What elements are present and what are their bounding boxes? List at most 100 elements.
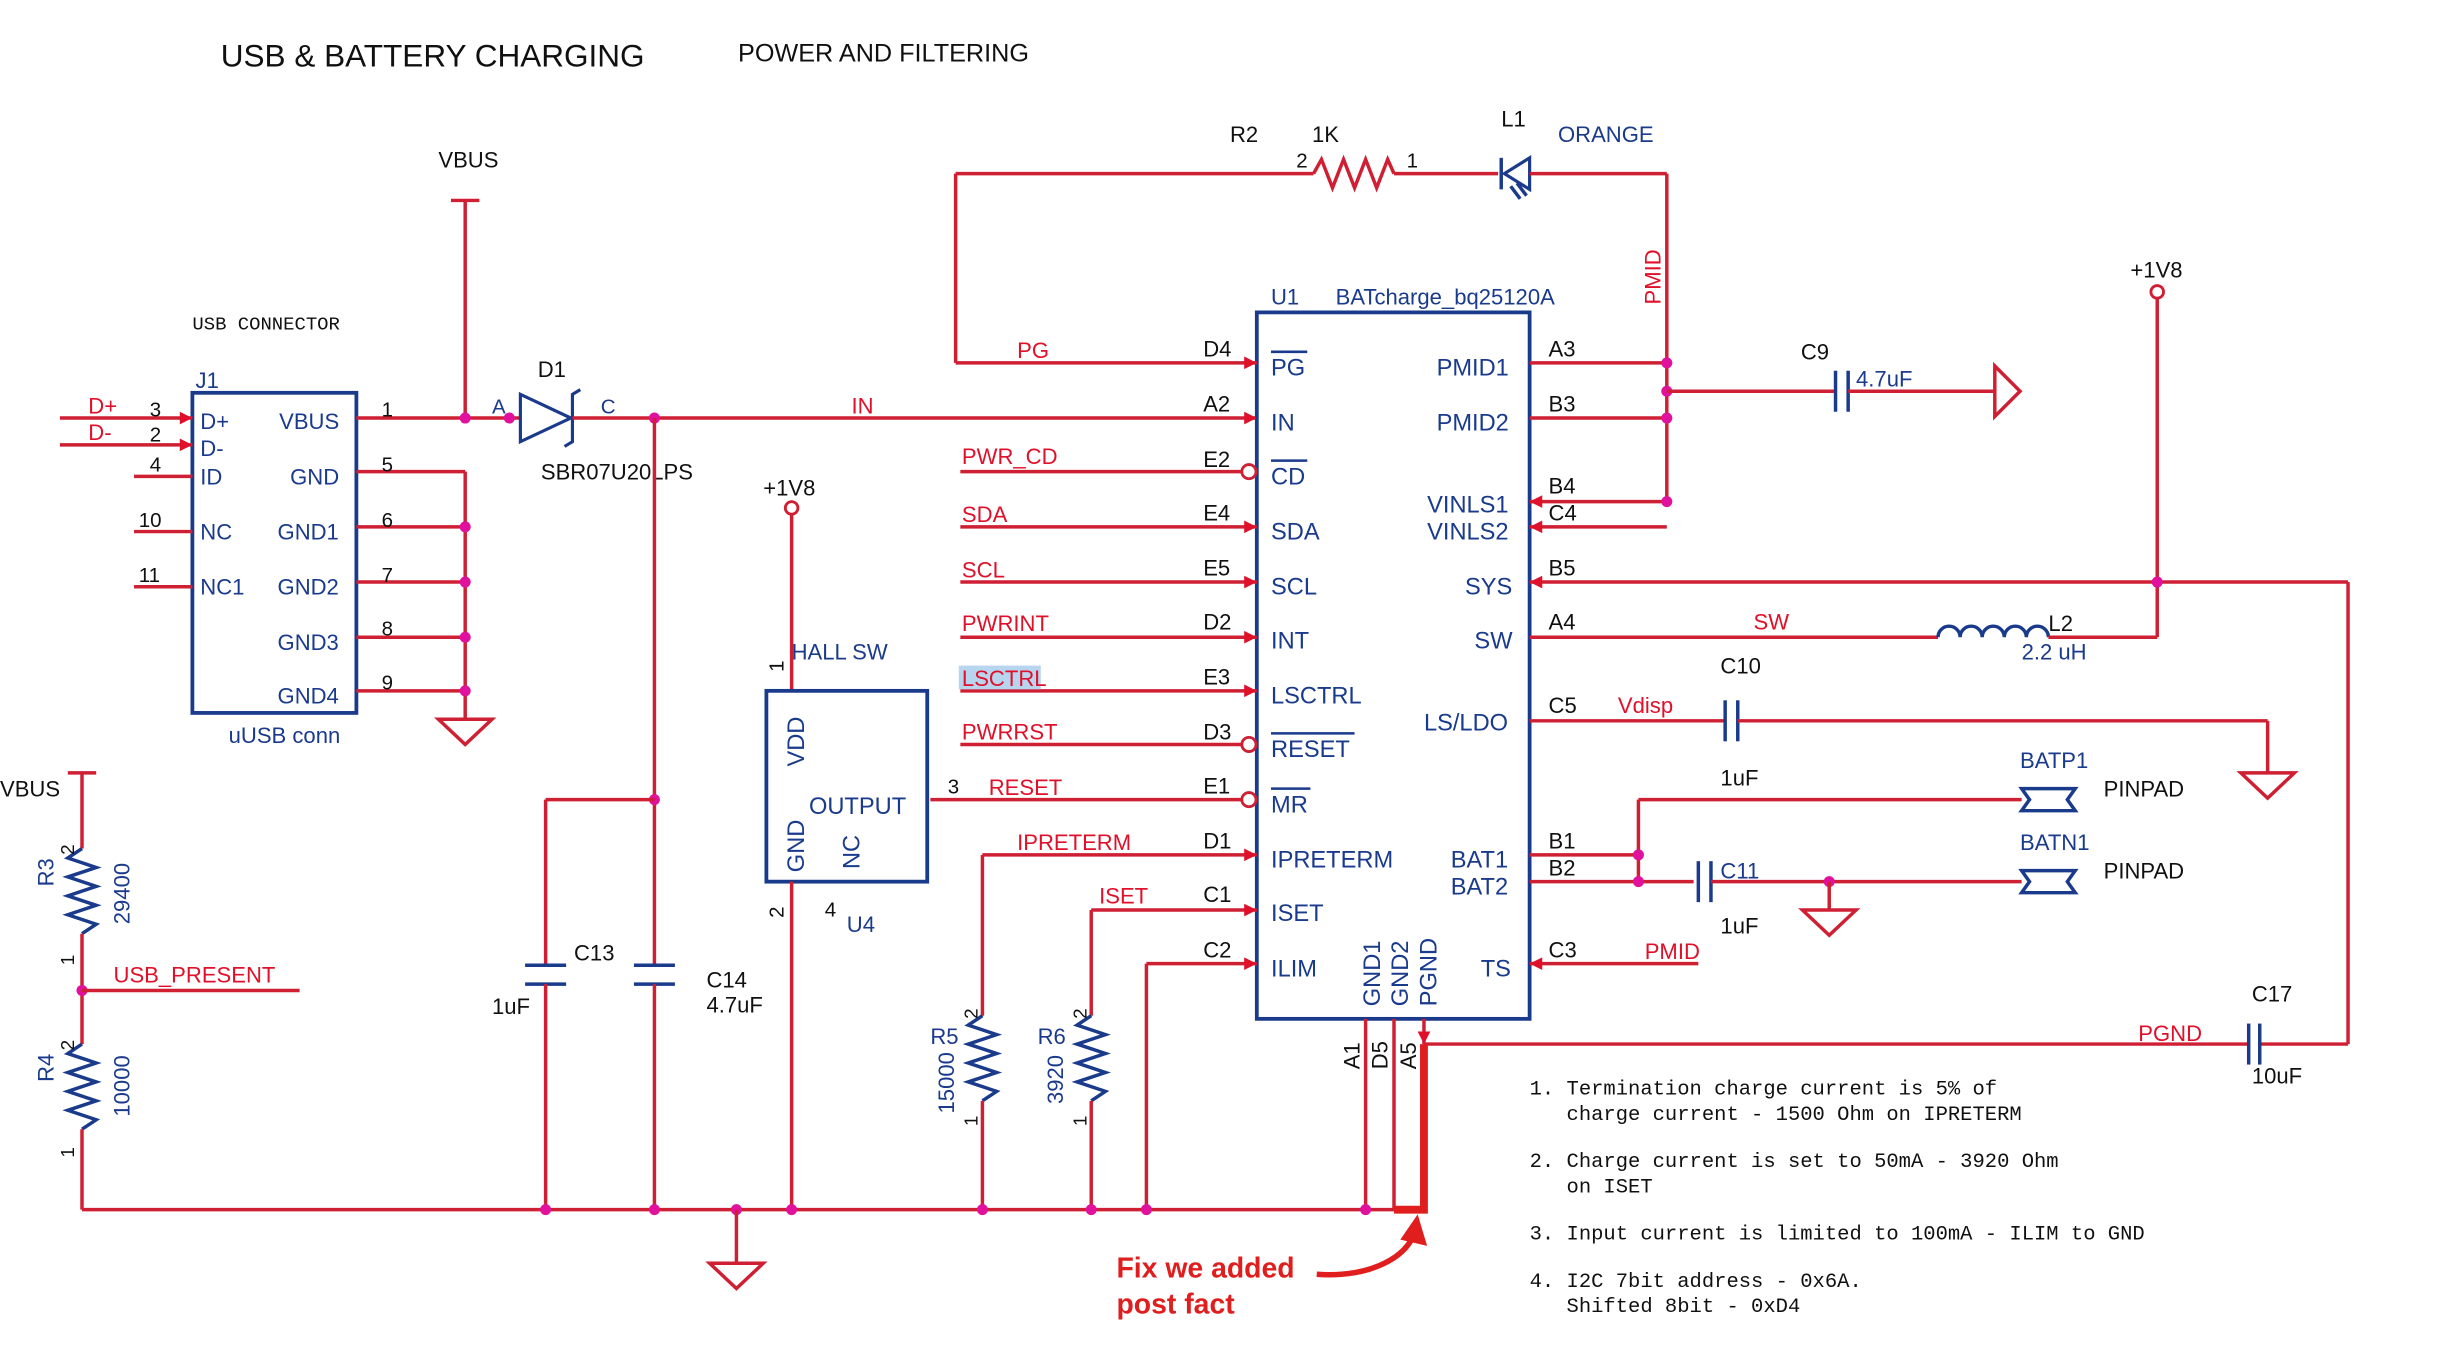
u1-pin-scl: SCL	[1271, 575, 1317, 601]
net-label-pmid-ts: PMID	[1645, 939, 1700, 964]
d1-pin-c: C	[601, 395, 616, 418]
u1-net-pwr-cd: PWR_CD	[962, 444, 1058, 469]
note-2-line1: 2. Charge current is set to 50mA - 3920 …	[1530, 1151, 2059, 1174]
pinpad-batp1[interactable]: BATP1 PINPAD	[2018, 748, 2185, 813]
usb-pin-name-vbus: VBUS	[279, 409, 339, 434]
u1-net-in: IN	[852, 393, 874, 418]
u1-net-ipreterm: IPRETERM	[1017, 830, 1131, 855]
u1-pin-bat2: BAT2	[1451, 874, 1508, 900]
u1-ball-c2: C2	[1203, 937, 1231, 962]
u1-pin-reset: RESET	[1271, 737, 1350, 763]
capacitor-c9: C9 4.7uF	[1666, 340, 1995, 412]
r3-pin2: 2	[58, 844, 79, 855]
usb-pin-num-8: 8	[382, 618, 393, 641]
r6-pin1: 1	[1071, 1116, 1092, 1127]
u4-pin2: 2	[766, 907, 789, 918]
u1-ball-b3: B3	[1549, 392, 1576, 417]
fix-note-line2: post fact	[1116, 1289, 1235, 1321]
usb-pin-name-dminus: D-	[200, 436, 223, 461]
capacitor-c10: C10 1uF	[1720, 654, 2268, 790]
net-label-vdisp: Vdisp	[1618, 693, 1673, 718]
u4-title: HALL SW	[792, 639, 888, 664]
u1-ball-a5: A5	[1396, 1042, 1421, 1069]
usb-pin-num-1: 1	[382, 398, 393, 421]
u1-ball-e1: E1	[1203, 773, 1230, 798]
u1-ball-d5: D5	[1368, 1041, 1393, 1069]
usb-pin-num-4: 4	[150, 454, 161, 477]
l1-color: ORANGE	[1558, 122, 1654, 147]
heading-power-filtering: POWER AND FILTERING	[738, 40, 1029, 68]
u1-ball-e4: E4	[1203, 501, 1230, 526]
u1-part: BATcharge_bq25120A	[1336, 285, 1555, 310]
j1-ref: J1	[196, 368, 219, 393]
r6-value: 3920	[1043, 1055, 1068, 1104]
diode-d1: D1 A C SBR07U20LPS	[492, 357, 1257, 485]
u1-pin-pmid2: PMID2	[1437, 411, 1509, 437]
u1-pin-gnd2: GND2	[1388, 941, 1414, 1007]
u1-ball-c5: C5	[1549, 693, 1577, 718]
c17-value: 10uF	[2252, 1064, 2302, 1089]
u4-vdd: VDD	[784, 717, 810, 767]
usb-pin-name-gnd2: GND2	[278, 575, 339, 600]
r2-value: 1K	[1312, 122, 1339, 147]
capacitor-c13: C13 1uF	[492, 941, 614, 1210]
resistor-r6: R6 3920 2 1	[1038, 1008, 1111, 1127]
ground-symbol-c11	[1798, 908, 1861, 938]
l2-ref: L2	[2048, 611, 2073, 636]
u1-ball-e3: E3	[1203, 665, 1230, 690]
usb-pin-num-9: 9	[382, 671, 393, 694]
rail-1v8-right: +1V8	[2130, 258, 2182, 283]
u1-ball-c4: C4	[1549, 501, 1577, 526]
usb-pin-num-6: 6	[382, 509, 393, 532]
u4-pin3: 3	[948, 775, 959, 798]
u1-ball-a4: A4	[1549, 609, 1576, 634]
usb-pin-num-5: 5	[382, 454, 393, 477]
r4-pin1: 1	[58, 1147, 79, 1158]
r4-pin2: 2	[58, 1040, 79, 1051]
c10-ref: C10	[1720, 654, 1760, 679]
c9-value: 4.7uF	[1856, 367, 1912, 392]
u1-pin-lsctrl: LSCTRL	[1271, 683, 1362, 709]
u1-ball-a3: A3	[1549, 337, 1576, 362]
rail-1v8-left: +1V8	[763, 475, 815, 500]
r2-pin1: 1	[1407, 149, 1418, 172]
u1-pin-iset: ISET	[1271, 901, 1324, 927]
fix-annotation: Fix we added post fact	[1116, 1044, 1428, 1321]
u1-ball-b4: B4	[1549, 474, 1576, 499]
c11-ref: C11	[1720, 859, 1759, 884]
led-l1: L1 ORANGE	[1499, 106, 1667, 200]
j1-value: uUSB conn	[229, 723, 341, 748]
u1-ball-d3: D3	[1203, 720, 1231, 745]
u1-pin-ts: TS	[1481, 956, 1511, 982]
usb-pin-name-gnd: GND	[290, 464, 339, 489]
u1-pin-int: INT	[1271, 628, 1309, 654]
d1-part: SBR07U20LPS	[541, 460, 693, 485]
resistor-r5: R5 15000 2 1	[930, 1008, 1003, 1126]
ground-symbol-c10	[2236, 771, 2299, 801]
batp1-value: PINPAD	[2104, 777, 2185, 802]
r2-pin2: 2	[1296, 149, 1307, 172]
u1-net-reset: RESET	[989, 775, 1063, 800]
c14-ref: C14	[706, 967, 746, 992]
net-label-pmid-vertical: PMID	[1640, 249, 1665, 304]
inductor-l2: L2 2.2 uH	[1936, 611, 2158, 664]
pinpad-batn1[interactable]: BATN1 PINPAD	[2018, 830, 2184, 895]
r5-pin2: 2	[962, 1008, 983, 1019]
r3-ref: R3	[34, 858, 59, 886]
note-4-line2: Shifted 8bit - 0xD4	[1530, 1296, 1801, 1319]
note-3-line1: 3. Input current is limited to 100mA - I…	[1530, 1224, 2145, 1247]
usb-pin-name-nc1: NC1	[200, 575, 244, 600]
vbus-top-label: VBUS	[438, 147, 498, 172]
usb-pin-num-7: 7	[382, 564, 393, 587]
batn1-ref: BATN1	[2020, 830, 2089, 855]
usb-pin-name-gnd4: GND4	[278, 683, 339, 708]
batp1-ref: BATP1	[2020, 748, 2088, 773]
note-4-line1: 4. I2C 7bit address - 0x6A.	[1530, 1271, 1862, 1294]
u1-pin-gnd1: GND1	[1360, 941, 1386, 1007]
u1-ball-c3: C3	[1549, 937, 1577, 962]
u4-ref: U4	[847, 912, 875, 937]
usb-pin-name-nc: NC	[200, 519, 232, 544]
usb-net-dplus: D+	[88, 393, 117, 418]
u1-net-pg: PG	[1017, 338, 1049, 363]
